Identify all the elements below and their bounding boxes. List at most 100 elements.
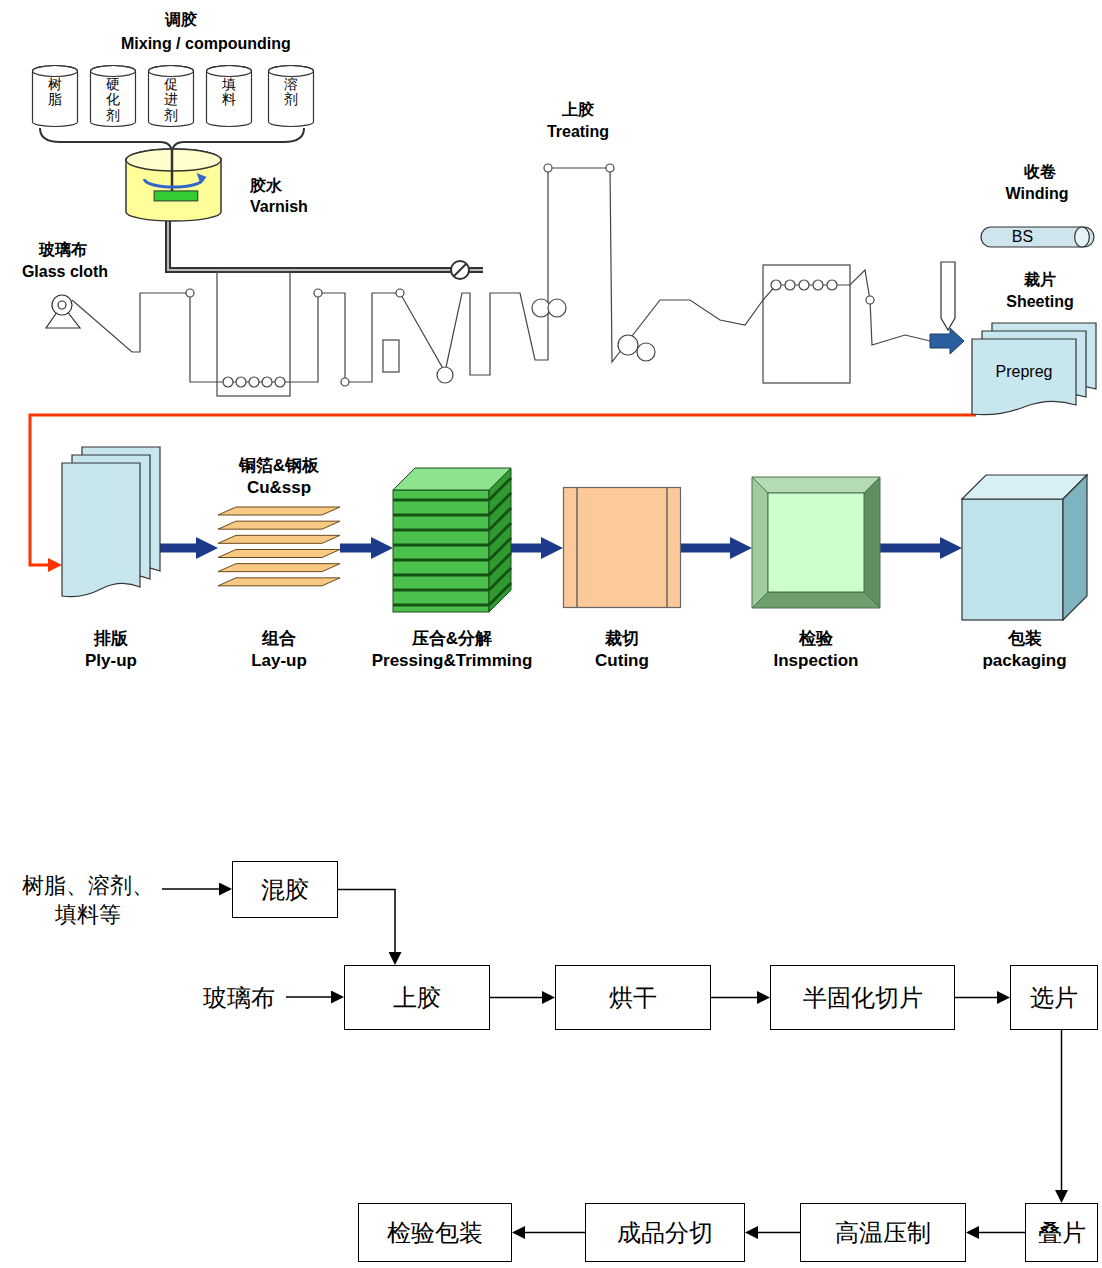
shape-outline: [980, 226, 1095, 248]
drum-body: [149, 66, 194, 127]
text-group: 上胶: [345, 966, 489, 1029]
text-group: 混胶: [233, 862, 337, 917]
press-layer: [393, 499, 489, 502]
node-label: Cu&ssp: [247, 477, 311, 499]
press-layer: [393, 604, 489, 607]
frame-bevel: [752, 477, 880, 493]
plate: [218, 535, 340, 543]
frame-inner: [768, 493, 864, 592]
sheet: [62, 463, 140, 597]
process-box: 混胶: [232, 861, 338, 918]
annotation-label: 玻璃布: [3, 240, 123, 261]
step-label: 上胶: [393, 982, 441, 1013]
flow-arrow: [972, 1232, 1025, 1234]
plate: [218, 578, 340, 586]
node-label: Inspection: [773, 650, 858, 672]
node-label: 包装: [1008, 628, 1042, 650]
flow-arrow: [518, 1232, 585, 1234]
input-arrow: [286, 996, 338, 998]
tank-body: [126, 149, 221, 221]
flow-arrow: [490, 997, 549, 999]
squeeze-roller: [548, 299, 566, 317]
prepreg-sheets: Prepreg: [972, 323, 1096, 415]
drum-lid: [91, 66, 136, 77]
annotation-label: Glass cloth: [5, 262, 125, 283]
roller: [813, 280, 823, 290]
step-label: 半固化切片: [803, 982, 923, 1013]
roller: [314, 289, 322, 297]
node-label: Ply-up: [85, 650, 137, 672]
node-label: Cuting: [595, 650, 649, 672]
drum-body: [269, 66, 314, 127]
sensor-box: [383, 340, 399, 372]
drum-body: [33, 66, 78, 127]
panel: [564, 488, 681, 608]
text-group: 硬化剂: [90, 77, 136, 123]
material-drum: 硬化剂: [90, 65, 136, 127]
roller: [249, 377, 259, 387]
plate: [218, 521, 340, 529]
text-group: 半固化切片: [771, 966, 954, 1029]
box-side: [1063, 475, 1087, 620]
drum-lid: [269, 66, 314, 77]
inspection-frame: 检验Inspection: [752, 477, 880, 608]
cut-line: [666, 488, 668, 608]
press-layer: [393, 574, 489, 577]
press-layer: [393, 514, 489, 517]
process-box: 叠片: [1025, 1203, 1098, 1262]
drum-lid: [33, 66, 78, 77]
annotation-label: 上胶: [518, 100, 638, 121]
annotation-label: 收卷: [980, 162, 1100, 183]
cut-line: [576, 488, 578, 608]
annotation-label: Mixing / compounding: [121, 34, 241, 55]
step-label: 混胶: [261, 874, 309, 905]
ply-up-sheets: 排版Ply-up: [62, 447, 160, 597]
node-label: 胶水: [250, 176, 282, 197]
process-box: 成品分切: [585, 1203, 745, 1262]
pull-roller: [637, 343, 655, 361]
shape-outline: [393, 468, 511, 612]
roller: [771, 280, 781, 290]
roller: [275, 377, 285, 387]
flow-arrow: [681, 544, 740, 553]
process-box: 上胶: [344, 965, 490, 1030]
frame-bevel: [864, 477, 880, 608]
text-group: 高温压制: [801, 1204, 965, 1261]
text-group: 裁切Cuting: [522, 628, 722, 672]
varnish-tank: 胶水Varnish: [125, 148, 222, 222]
annotation-label: 树脂、溶剂、填料等: [18, 872, 158, 929]
text-group: 检验包装: [359, 1204, 511, 1261]
text-group: 选片: [1011, 966, 1097, 1029]
flow-arrow: [880, 544, 950, 553]
tank-top: [126, 149, 221, 171]
shape-outline: [563, 487, 681, 608]
shape-outline: [218, 505, 340, 600]
annotation-label: 裁片: [980, 270, 1100, 291]
flow-arrow: [955, 997, 1004, 999]
stirrer-blade: [154, 191, 198, 201]
text-group: 树脂: [32, 77, 78, 108]
material-drum: 填料: [206, 65, 252, 127]
roll-end: [1075, 227, 1090, 247]
material-drum: 树脂: [32, 65, 78, 127]
text-group: 促进剂: [148, 77, 194, 123]
box-front: [962, 499, 1063, 620]
text-group: 排版Ply-up: [11, 628, 211, 672]
process-box: 高温压制: [800, 1203, 966, 1262]
flow-arrow: [340, 544, 381, 553]
text-group: Prepreg: [972, 339, 1076, 405]
annotation-label: Sheeting: [980, 292, 1100, 313]
varnish-pipe-core: [168, 215, 483, 270]
roller: [262, 377, 272, 387]
stirring-swirl: [144, 179, 202, 187]
shape-outline: [125, 148, 222, 222]
node-label: 促进剂: [164, 77, 178, 123]
drum-body: [91, 66, 136, 127]
pull-roller: [618, 335, 638, 355]
shape-outline: [752, 477, 880, 608]
step-label: 高温压制: [835, 1217, 931, 1248]
press-layer: [393, 589, 489, 592]
oven: [763, 265, 850, 383]
process-box: 半固化切片: [770, 965, 955, 1030]
flow-arrow: [1061, 1030, 1063, 1197]
